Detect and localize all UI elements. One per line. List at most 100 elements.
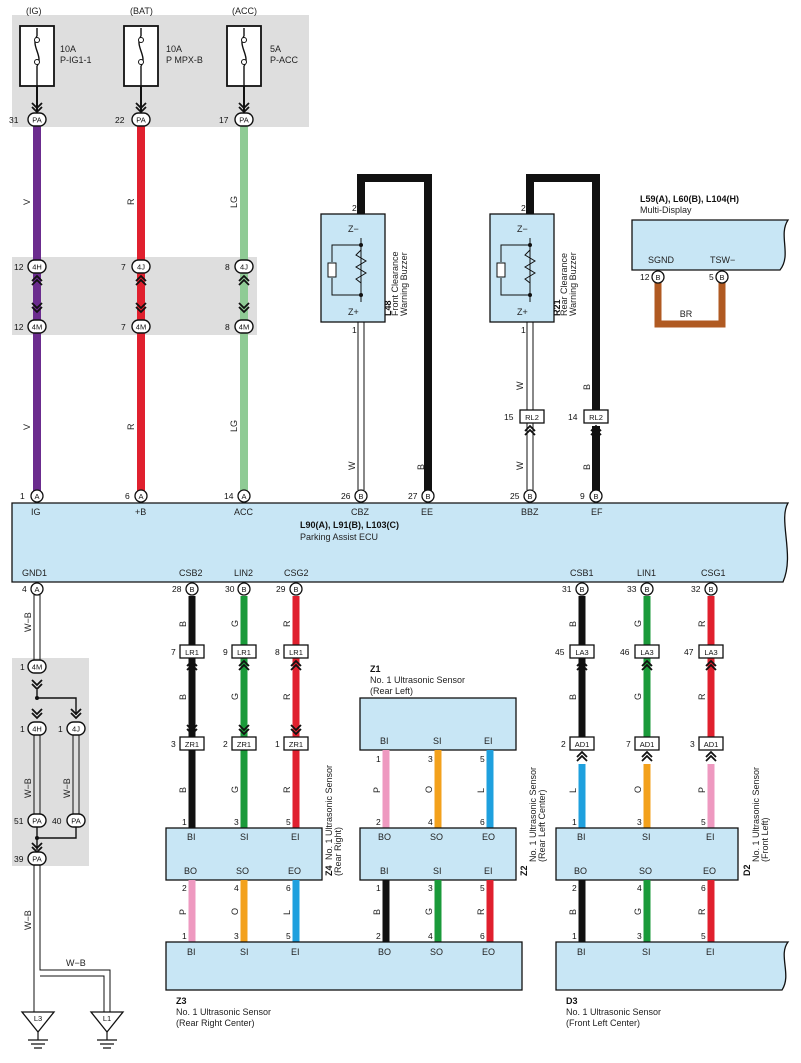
svg-text:22: 22 — [115, 115, 125, 125]
svg-text:2: 2 — [561, 739, 566, 749]
svg-text:5: 5 — [701, 931, 706, 941]
svg-text:4: 4 — [428, 931, 433, 941]
svg-text:G: G — [230, 620, 240, 627]
svg-text:BI: BI — [187, 947, 196, 957]
svg-text:L: L — [568, 788, 578, 793]
svg-text:CSB1: CSB1 — [570, 568, 594, 578]
svg-text:PA: PA — [32, 817, 41, 826]
svg-text:R: R — [697, 620, 707, 627]
svg-text:G: G — [424, 908, 434, 915]
svg-text:B: B — [358, 492, 363, 501]
pa-connector-ig: PA 31 — [9, 102, 47, 127]
svg-text:O: O — [633, 786, 643, 793]
fuse-amp: 10A — [60, 44, 76, 54]
svg-text:BO: BO — [574, 866, 587, 876]
svg-text:(Rear Right): (Rear Right) — [333, 827, 343, 876]
svg-text:SI: SI — [433, 736, 442, 746]
svg-text:3: 3 — [171, 739, 176, 749]
svg-text:BI: BI — [577, 947, 586, 957]
svg-text:27: 27 — [408, 491, 418, 501]
svg-text:+B: +B — [135, 507, 146, 517]
svg-text:EI: EI — [484, 866, 493, 876]
svg-text:BO: BO — [378, 947, 391, 957]
svg-text:W−B: W−B — [23, 778, 33, 798]
svg-text:4: 4 — [22, 584, 27, 594]
svg-text:3: 3 — [428, 883, 433, 893]
svg-text:AD1: AD1 — [704, 740, 719, 749]
svg-text:O: O — [424, 786, 434, 793]
svg-text:No. 1 Ultrasonic Sensor: No. 1 Ultrasonic Sensor — [324, 765, 334, 860]
pa-connector-bat: PA 22 — [115, 102, 151, 127]
front-left-sensor-wires: B 31 B 33 B 32 B G R LA3 45 LA3 46 LA3 4… — [555, 582, 724, 828]
svg-text:47: 47 — [684, 647, 694, 657]
fuse-ig: (IG) 10A P-IG1-1 — [19, 6, 92, 87]
fuse-acc: (ACC) 5A P-ACC — [226, 6, 299, 87]
fuse-name: P-ACC — [270, 55, 299, 65]
svg-text:CBZ: CBZ — [351, 507, 370, 517]
svg-text:B: B — [241, 585, 246, 594]
svg-text:PA: PA — [136, 116, 145, 125]
svg-text:7: 7 — [121, 262, 126, 272]
svg-text:SI: SI — [240, 947, 249, 957]
svg-text:7: 7 — [626, 739, 631, 749]
svg-text:No. 1 Ultrasonic Sensor: No. 1 Ultrasonic Sensor — [176, 1007, 271, 1017]
svg-text:5: 5 — [286, 817, 291, 827]
svg-text:G: G — [633, 908, 643, 915]
svg-text:EO: EO — [703, 866, 716, 876]
svg-text:(Rear Left Center): (Rear Left Center) — [537, 789, 547, 862]
svg-text:LR1: LR1 — [237, 648, 251, 657]
svg-text:EO: EO — [482, 947, 495, 957]
svg-text:BR: BR — [680, 309, 693, 319]
svg-text:9: 9 — [580, 491, 585, 501]
wire-color-label: LG — [229, 420, 239, 432]
svg-text:O: O — [230, 908, 240, 915]
svg-text:EI: EI — [291, 832, 300, 842]
svg-text:B: B — [178, 694, 188, 700]
svg-text:EI: EI — [291, 947, 300, 957]
svg-text:1: 1 — [182, 931, 187, 941]
svg-text:(Rear Right Center): (Rear Right Center) — [176, 1018, 255, 1028]
svg-text:L1: L1 — [103, 1014, 111, 1023]
svg-text:1: 1 — [376, 754, 381, 764]
svg-text:4M: 4M — [136, 323, 146, 332]
svg-text:Multi-Display: Multi-Display — [640, 205, 692, 215]
svg-text:1: 1 — [182, 817, 187, 827]
svg-text:ZR1: ZR1 — [237, 740, 251, 749]
svg-text:P: P — [178, 909, 188, 915]
svg-text:26: 26 — [341, 491, 351, 501]
svg-text:BI: BI — [380, 736, 389, 746]
svg-text:EO: EO — [482, 832, 495, 842]
svg-text:25: 25 — [510, 491, 520, 501]
svg-text:P: P — [697, 787, 707, 793]
ground-circuit: A 4 W−B 4M 1 4H 1 4J 1 W−B W−B PA 51 PA … — [14, 582, 125, 1049]
ground-junction-bg — [12, 658, 89, 866]
svg-text:EI: EI — [706, 832, 715, 842]
svg-text:SI: SI — [642, 947, 651, 957]
svg-text:1: 1 — [20, 491, 25, 501]
svg-text:8: 8 — [275, 647, 280, 657]
svg-text:5: 5 — [286, 931, 291, 941]
svg-text:1: 1 — [275, 739, 280, 749]
svg-text:B: B — [416, 464, 426, 470]
svg-text:B: B — [178, 787, 188, 793]
svg-text:6: 6 — [480, 817, 485, 827]
svg-text:4: 4 — [428, 817, 433, 827]
svg-text:4M: 4M — [32, 323, 42, 332]
svg-text:B: B — [189, 585, 194, 594]
svg-text:8: 8 — [225, 262, 230, 272]
svg-text:A: A — [138, 492, 143, 501]
svg-text:51: 51 — [14, 816, 24, 826]
svg-text:46: 46 — [620, 647, 630, 657]
svg-text:AD1: AD1 — [640, 740, 655, 749]
svg-text:W−B: W−B — [23, 612, 33, 632]
junction-4h-4m: 4H 12 4M 12 — [14, 259, 47, 334]
svg-text:14: 14 — [568, 412, 578, 422]
svg-text:LR1: LR1 — [289, 648, 303, 657]
svg-text:BO: BO — [378, 832, 391, 842]
svg-text:Warning Buzzer: Warning Buzzer — [568, 252, 578, 316]
svg-text:SGND: SGND — [648, 255, 675, 265]
svg-text:TSW−: TSW− — [710, 255, 735, 265]
svg-text:2: 2 — [352, 203, 357, 213]
svg-text:Parking Assist ECU: Parking Assist ECU — [300, 532, 378, 542]
svg-text:L: L — [282, 910, 292, 915]
